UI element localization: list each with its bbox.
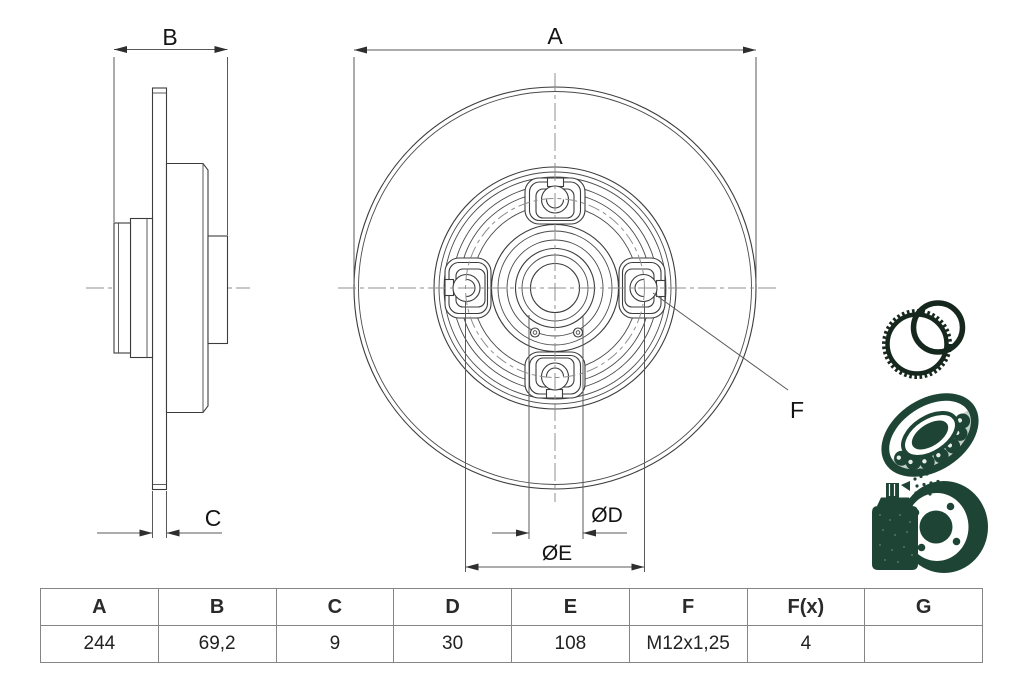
spec-col-header-f: F <box>628 588 748 626</box>
spec-col-header-d: D <box>393 588 512 626</box>
spec-header-row: A B C D E F F(x) G <box>40 588 983 626</box>
spec-value-fx: 4 <box>746 625 866 663</box>
spec-col-header-fx: F(x) <box>746 588 866 626</box>
spec-value-f: M12x1,25 <box>628 625 748 663</box>
front-view <box>338 73 780 502</box>
leader-f: F <box>652 292 804 423</box>
spec-value-g <box>864 625 983 663</box>
spec-col-header-a: A <box>40 588 159 626</box>
dimension-label-c: C <box>205 505 222 531</box>
spec-value-e: 108 <box>511 625 630 663</box>
spec-value-row: 244 69,2 9 30 108 M12x1,25 4 <box>40 625 983 663</box>
dimension-c: C <box>97 491 222 538</box>
dimension-a: A <box>353 23 757 284</box>
side-view <box>86 87 250 491</box>
dimension-label-f: F <box>790 397 804 423</box>
dimension-label-a: A <box>547 23 563 49</box>
spec-value-c: 9 <box>275 625 395 663</box>
dimension-b: B <box>113 24 228 235</box>
dimension-label-d: ØD <box>591 504 623 527</box>
dimension-d: ØD <box>492 315 627 539</box>
spray-coated-hub-icon <box>872 460 988 573</box>
dimension-e: ØE <box>465 302 645 572</box>
dimension-label-b: B <box>162 24 177 50</box>
brake-disc-drawing: B C <box>86 23 988 573</box>
dimension-label-e: ØE <box>542 542 572 565</box>
spec-table: A B C D E F F(x) G 244 69,2 9 30 108 M12… <box>40 588 983 663</box>
spec-col-header-g: G <box>864 588 983 626</box>
wheel-bearing-icon <box>881 393 979 477</box>
spec-col-header-e: E <box>511 588 630 626</box>
abs-sensor-ring-icon <box>882 300 966 379</box>
spec-col-header-b: B <box>157 588 277 626</box>
service-holes <box>529 327 584 338</box>
spec-col-header-c: C <box>275 588 395 626</box>
spec-value-a: 244 <box>40 625 159 663</box>
spec-value-d: 30 <box>393 625 512 663</box>
spec-value-b: 69,2 <box>157 625 277 663</box>
